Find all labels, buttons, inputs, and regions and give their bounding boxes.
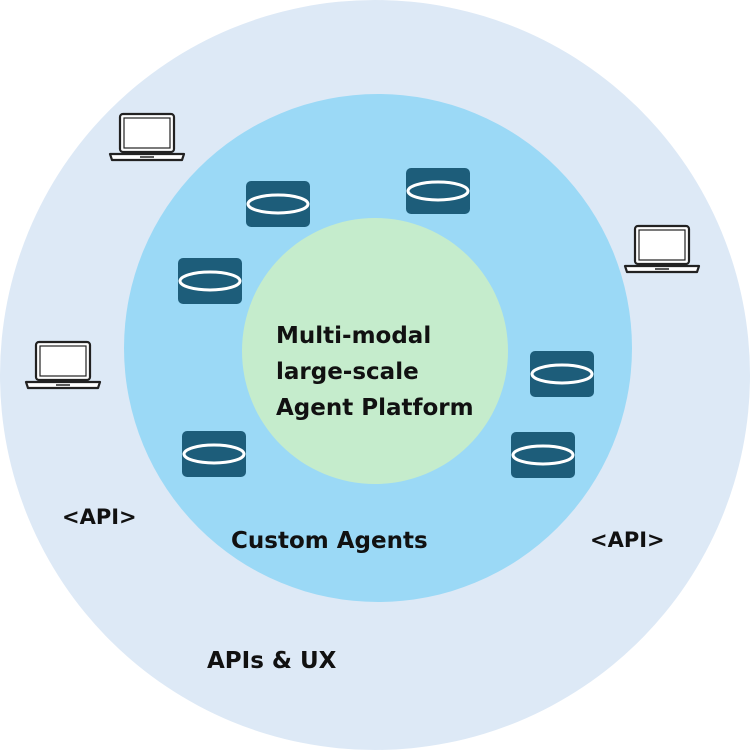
agent-module-icon (406, 168, 470, 214)
inner-circle-agent-platform (242, 218, 508, 484)
core-label-line-2: large-scale (276, 359, 419, 385)
core-label-line-3: Agent Platform (276, 395, 474, 421)
agent-module-icon (246, 181, 310, 227)
agent-module-icon (182, 431, 246, 477)
agent-module-icon (530, 351, 594, 397)
laptop-icon (622, 224, 702, 276)
agent-module-icon (511, 432, 575, 478)
apis-ux-label: APIs & UX (207, 648, 337, 674)
api-label-left: <API> (62, 505, 137, 529)
api-label-right: <API> (590, 528, 665, 552)
core-label-line-1: Multi-modal (276, 323, 432, 349)
custom-agents-label: Custom Agents (231, 528, 428, 554)
core-platform-label: Multi-modal large-scale Agent Platform (276, 318, 474, 426)
laptop-icon (107, 112, 187, 164)
laptop-icon (23, 340, 103, 392)
agent-module-icon (178, 258, 242, 304)
